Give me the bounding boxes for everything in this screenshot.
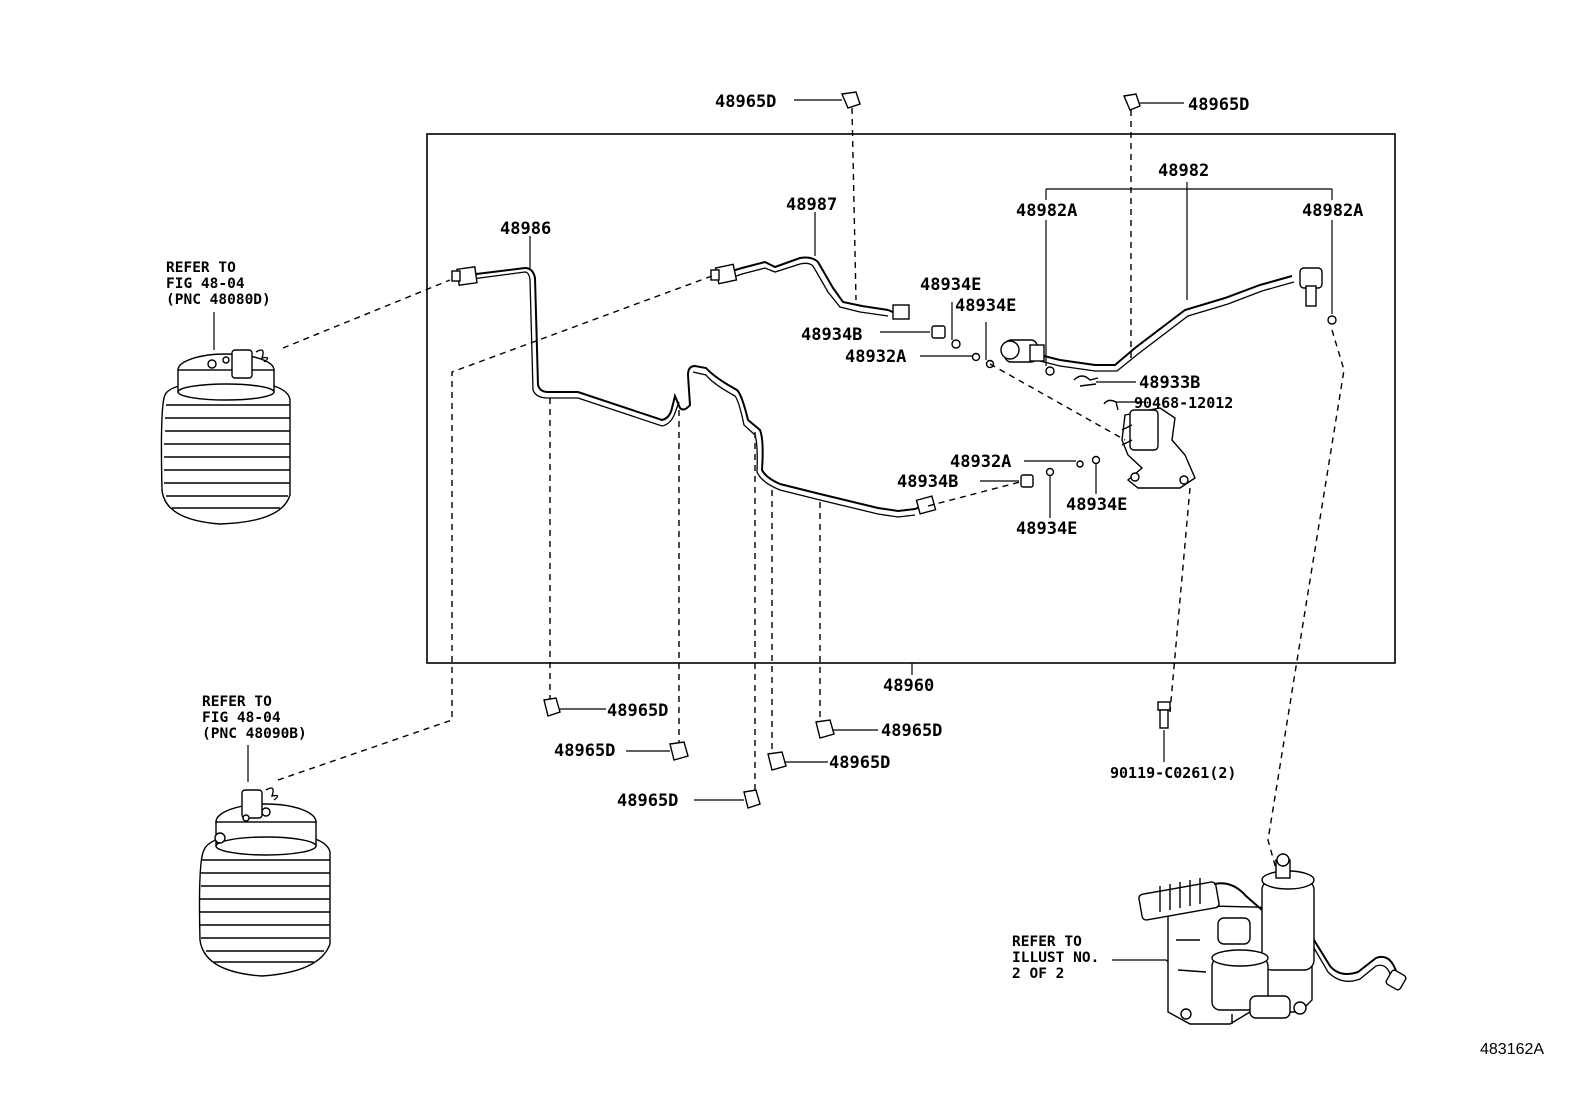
illustration-code: 483162A: [1480, 1041, 1544, 1058]
dash-valve-top: [989, 363, 1126, 441]
refer-rear-spring: REFER TO FIG 48-04 (PNC 48090B): [202, 694, 307, 742]
label-48934b-mid: 48934B: [897, 472, 958, 492]
washer-48934e-4: [1045, 467, 1055, 477]
dash-valve-union: [927, 481, 1021, 507]
fitting-48982-left-end: [1000, 339, 1045, 363]
leader-compressor-refer: [1112, 959, 1177, 969]
label-48934e-4: 48934E: [1016, 519, 1077, 539]
washer-48982a-right: [1327, 315, 1337, 325]
leader-48982-bracket: [1045, 182, 1333, 300]
tube-clip-icon: [543, 91, 1141, 809]
refer-front-spring: REFER TO FIG 48-04 (PNC 48080D): [166, 260, 271, 308]
tube-48987: [724, 256, 901, 317]
washer-48934e-3: [1091, 455, 1101, 465]
label-48934b-top: 48934B: [801, 325, 862, 345]
label-clip-b2: 48965D: [554, 741, 615, 761]
assembly-frame: [426, 133, 1396, 664]
refer-front-line-1: REFER TO: [166, 260, 236, 276]
fitting-48982-right-end: [1299, 267, 1323, 307]
refer-rear-line-2: FIG 48-04: [202, 710, 281, 726]
label-90468: 90468-12012: [1134, 394, 1233, 412]
rear-air-spring: [198, 787, 331, 977]
refer-front-line-3: (PNC 48080D): [166, 292, 271, 308]
label-48932a-mid: 48932A: [950, 452, 1011, 472]
dash-rear-spring: [277, 275, 713, 781]
air-spring-bellows-icon: [160, 349, 331, 977]
refer-compressor: REFER TO ILLUST NO. 2 OF 2: [1012, 934, 1099, 982]
union-48934b-mid: [1020, 474, 1034, 488]
label-48982a-left: 48982A: [1016, 201, 1077, 221]
washer-48934e-1: [951, 339, 961, 349]
clip-90468-12012: [1103, 399, 1119, 411]
label-clip-top-left: 48965D: [715, 92, 776, 112]
label-clip-b1: 48965D: [607, 701, 668, 721]
dash-compressor: [1267, 329, 1345, 877]
label-48986: 48986: [500, 219, 551, 239]
label-clip-b4: 48965D: [829, 753, 890, 773]
label-clip-b3: 48965D: [617, 791, 678, 811]
fitting-48986-valve-end: [915, 495, 937, 515]
fitting-48987-end: [710, 263, 738, 285]
fitting-48987-valve-end: [892, 304, 910, 320]
label-48960: 48960: [883, 676, 934, 696]
refer-front-line-2: FIG 48-04: [166, 276, 245, 292]
front-air-spring: [160, 349, 291, 525]
label-48932a-top: 48932A: [845, 347, 906, 367]
union-48934b-top: [931, 325, 946, 339]
washer-48982a-left: [1045, 366, 1055, 376]
dash-front-spring: [282, 279, 451, 349]
refer-rear-line-3: (PNC 48090B): [202, 726, 307, 742]
refer-compressor-line-2: ILLUST NO.: [1012, 950, 1099, 966]
air-compressor-icon: [1138, 853, 1407, 1025]
label-48934e-2: 48934E: [955, 296, 1016, 316]
label-clip-b5: 48965D: [881, 721, 942, 741]
tube-48982: [1039, 275, 1295, 372]
label-48987: 48987: [786, 195, 837, 215]
dash-valve-bolt: [1169, 487, 1191, 713]
label-48934e-1: 48934E: [920, 275, 981, 295]
label-90119: 90119-C0261(2): [1110, 764, 1236, 782]
label-48982: 48982: [1158, 161, 1209, 181]
gasket-48932a-top: [971, 352, 981, 362]
label-clip-top-right: 48965D: [1188, 95, 1249, 115]
label-48933b: 48933B: [1139, 373, 1200, 393]
dash-clip-top-left: [851, 107, 857, 301]
clip-48933b: [1073, 375, 1099, 387]
label-48934e-3: 48934E: [1066, 495, 1127, 515]
label-48982a-right: 48982A: [1302, 201, 1363, 221]
refer-rear-line-1: REFER TO: [202, 694, 272, 710]
gasket-48932a-mid: [1076, 460, 1084, 468]
bolt-icon: [1157, 701, 1171, 729]
height-control-valve: [1121, 407, 1196, 489]
refer-compressor-line-3: 2 OF 2: [1012, 966, 1064, 982]
fitting-48986-end: [451, 266, 478, 286]
refer-compressor-line-1: REFER TO: [1012, 934, 1082, 950]
